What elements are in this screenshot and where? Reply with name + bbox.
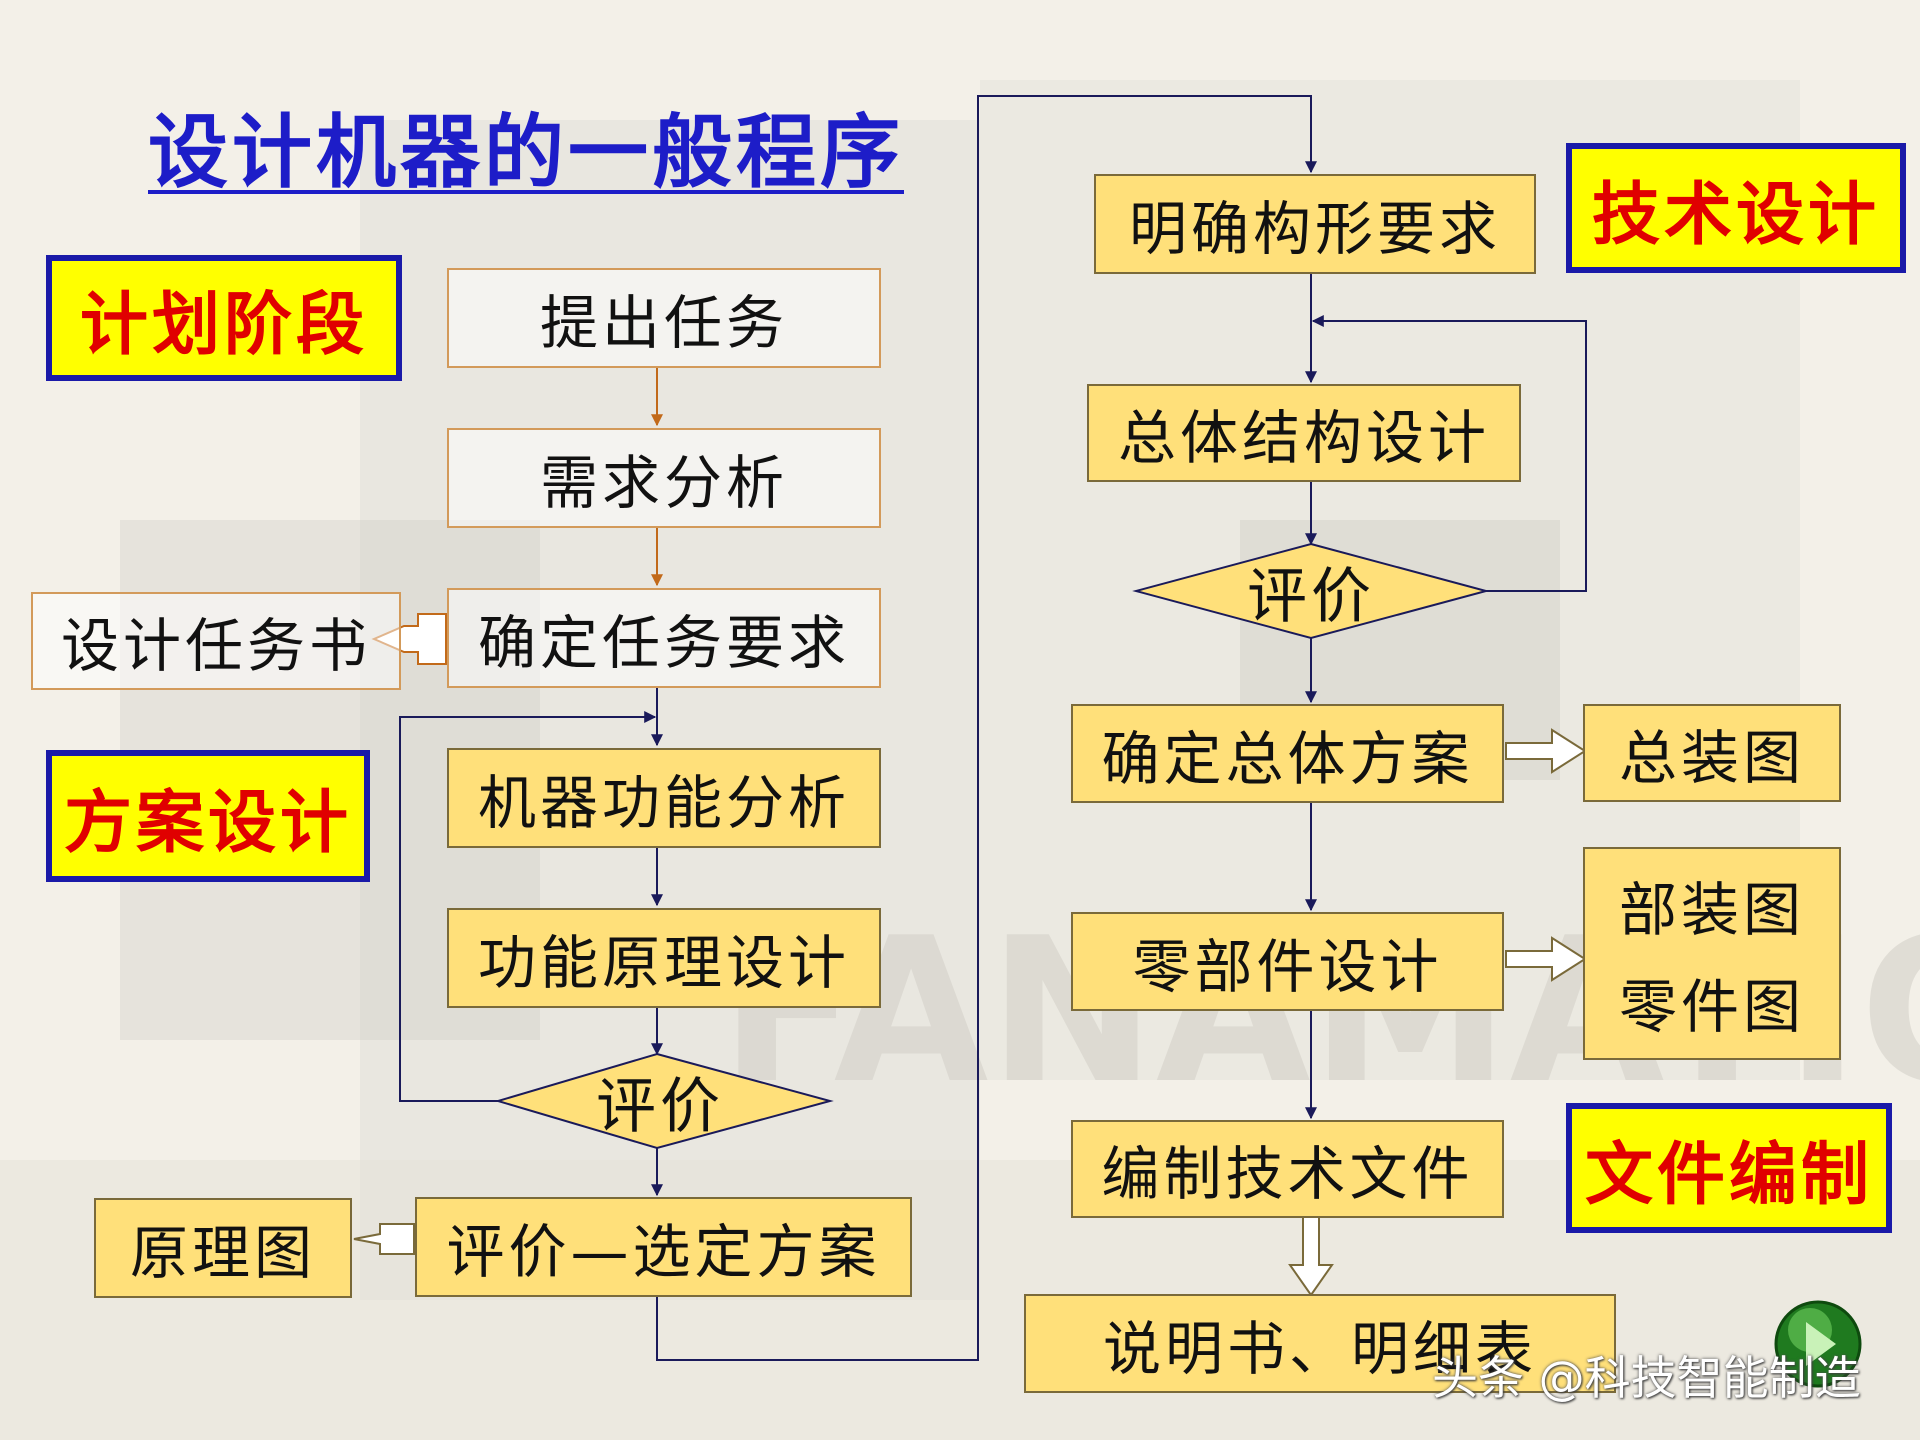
evaluate-label-1: 评价 [596,1071,724,1142]
node-manual: 说明书、明细表 [1024,1294,1616,1393]
node-task-book: 设计任务书 [31,592,401,690]
node-schematic: 原理图 [94,1198,352,1298]
watermark: 头条 @科技智能制造 [1432,1351,1861,1405]
stage-label-documents: 文件编制 [1566,1103,1892,1233]
node-assembly-drawing: 总装图 [1583,704,1841,802]
evaluate-label-2: 评价 [1247,561,1375,632]
node-requirements: 确定任务要求 [447,588,881,688]
node-overall-structure: 总体结构设计 [1087,384,1521,482]
stage-label-technical: 技术设计 [1566,143,1906,273]
stage-label-plan: 计划阶段 [46,255,402,381]
node-overall-scheme: 确定总体方案 [1071,704,1504,803]
page-title: 设计机器的一般程序 [148,106,904,199]
node-tech-docs: 编制技术文件 [1071,1120,1504,1218]
node-select-scheme: 评价—选定方案 [415,1197,912,1297]
label-subassembly-drawing: 部装图 [1618,875,1805,944]
node-function-analysis: 机器功能分析 [447,748,881,848]
node-form-requirements: 明确构形要求 [1094,174,1536,274]
node-parts-design: 零部件设计 [1071,912,1504,1011]
node-principle-design: 功能原理设计 [447,908,881,1008]
node-task: 提出任务 [447,268,881,368]
label-part-drawing: 零件图 [1618,973,1805,1042]
node-needs: 需求分析 [447,428,881,528]
node-part-drawings: 部装图 零件图 [1583,847,1841,1060]
stage-label-scheme: 方案设计 [46,750,370,882]
